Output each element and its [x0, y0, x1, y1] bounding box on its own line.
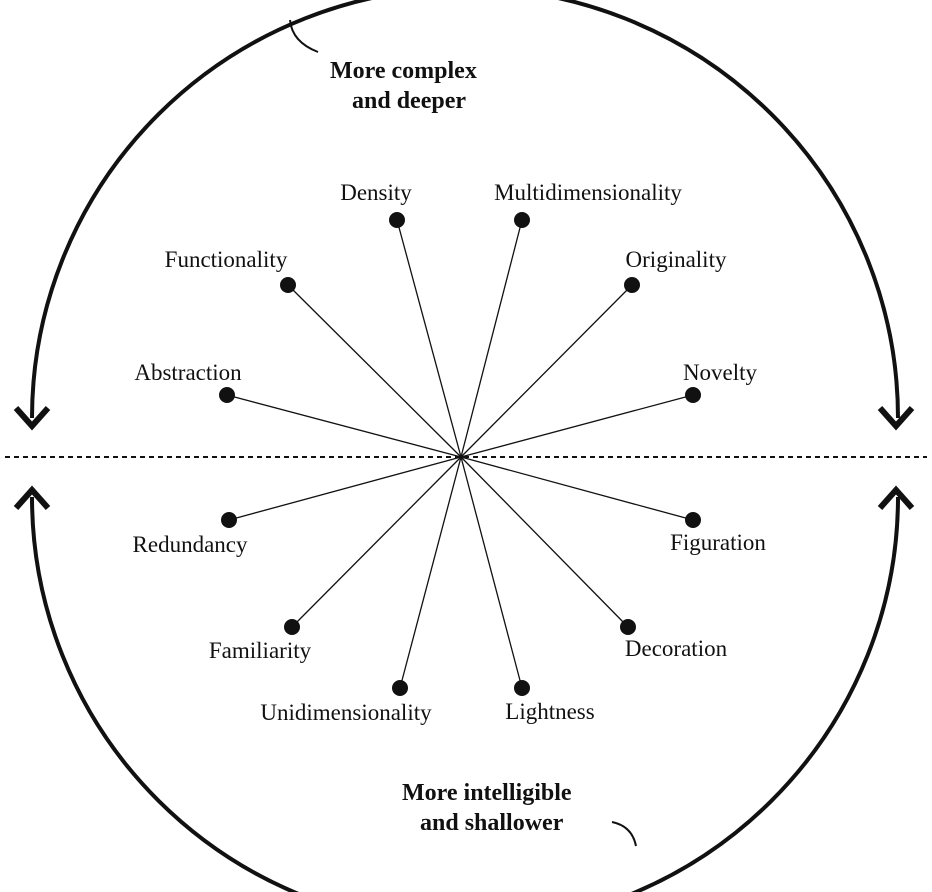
spoke-label-multidimensionality: Multidimensionality [494, 180, 682, 205]
spoke-line-redundancy [228, 456, 462, 521]
spoke-line-familiarity [291, 456, 462, 628]
spoke-line-density [396, 219, 462, 458]
spoke-dot-lightness [514, 680, 530, 696]
spoke-label-functionality: Functionality [165, 247, 288, 272]
spoke-line-multidimensionality [460, 219, 523, 458]
top-note-pointer [289, 19, 319, 53]
spoke-label-figuration: Figuration [670, 530, 766, 555]
spoke-line-originality [460, 284, 633, 458]
bottom-arc [30, 496, 900, 892]
spoke-label-lightness: Lightness [505, 699, 594, 724]
spoke-dot-figuration [685, 512, 701, 528]
spoke-line-decoration [460, 456, 629, 628]
arrow-up-left-icon [13, 485, 51, 510]
spoke-line-functionality [287, 284, 462, 458]
spoke-label-originality: Originality [626, 247, 727, 272]
bottom-note-line2: and shallower [420, 810, 564, 836]
spoke-dot-redundancy [221, 512, 237, 528]
spoke-label-decoration: Decoration [625, 636, 728, 661]
spoke-dot-density [389, 212, 405, 228]
spoke-dot-functionality [280, 277, 296, 293]
spoke-line-lightness [460, 456, 523, 689]
top-arc [30, 0, 900, 419]
arrow-up-right-icon [877, 485, 915, 510]
spoke-label-novelty: Novelty [683, 360, 758, 385]
bottom-note-pointer [611, 821, 637, 847]
top-note-line2: and deeper [352, 88, 466, 114]
spoke-dot-novelty [685, 387, 701, 403]
spoke-label-familiarity: Familiarity [209, 638, 312, 663]
spoke-dot-originality [624, 277, 640, 293]
spoke-line-novelty [460, 394, 694, 458]
spoke-dot-multidimensionality [514, 212, 530, 228]
arrow-down-left-icon [13, 406, 51, 431]
spoke-label-redundancy: Redundancy [133, 532, 248, 557]
spoke-line-unidimensionality [399, 456, 462, 689]
spoke-line-abstraction [226, 394, 462, 458]
spoke-dot-familiarity [284, 619, 300, 635]
spoke-label-density: Density [340, 180, 412, 205]
arrow-down-right-icon [877, 406, 915, 431]
spoke-line-figuration [460, 456, 694, 521]
spoke-label-abstraction: Abstraction [134, 360, 242, 385]
top-note-line1: More complex [330, 58, 477, 84]
spoke-dot-unidimensionality [392, 680, 408, 696]
spoke-dot-decoration [620, 619, 636, 635]
spoke-dot-abstraction [219, 387, 235, 403]
bottom-note-line1: More intelligible [402, 780, 572, 806]
spoke-label-unidimensionality: Unidimensionality [260, 700, 432, 725]
